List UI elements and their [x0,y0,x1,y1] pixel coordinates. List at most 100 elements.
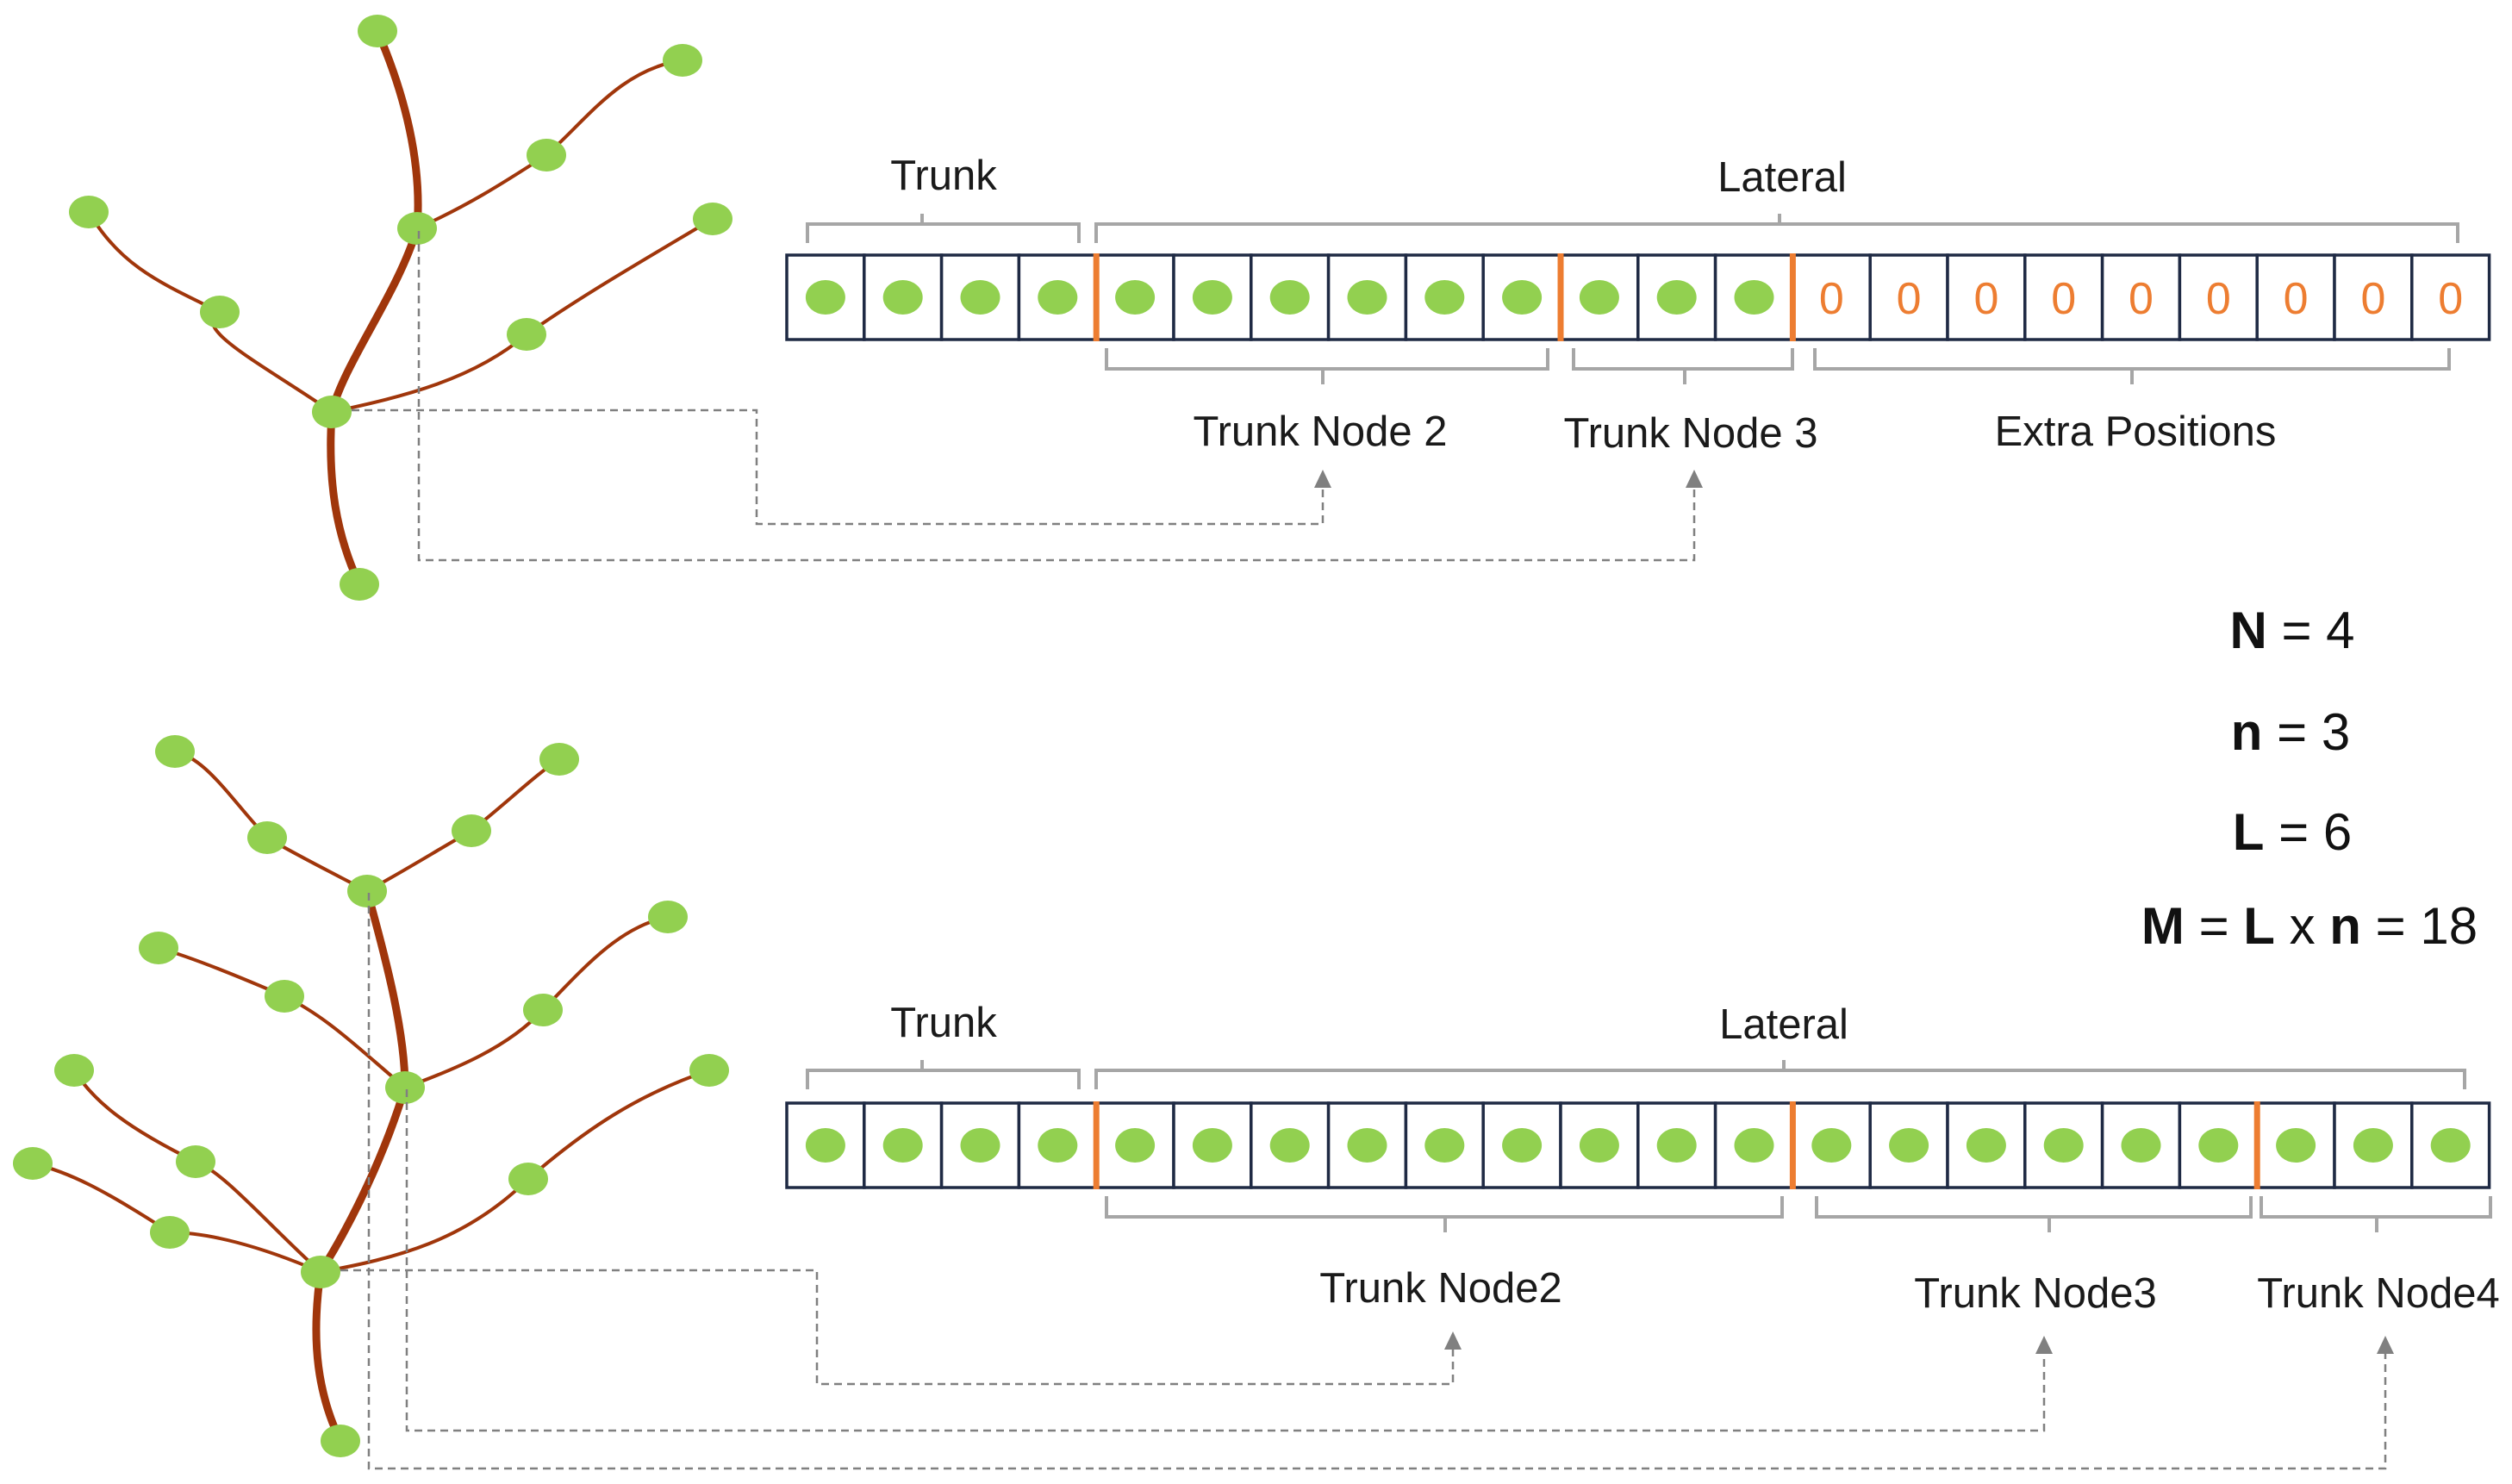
tree-node [539,743,579,776]
top-cell-dot [1038,280,1078,315]
top-cell-dot [1579,280,1619,315]
top-cell-dot [960,280,1000,315]
bottom-cell-dot [2121,1128,2161,1163]
tree-node [385,1071,425,1104]
top-array-cell [2023,253,2104,341]
top-group3-bracket [1813,348,2451,384]
tree-node [689,1054,729,1087]
bottom-group2-bracket [1815,1196,2253,1232]
bottom-cell-dot [1734,1128,1774,1163]
top-lateral-label: Lateral [1717,154,1847,201]
tree-node [155,735,195,768]
tree-node [69,196,109,228]
bottom-cell-dot [1269,1128,1310,1163]
tree-node [340,568,379,601]
tree-node [150,1216,190,1249]
equation-N: N = 4 [2229,602,2354,659]
eq-text: = [2185,897,2243,955]
top-cell-dot [1269,280,1310,315]
eq-value: = 6 [2264,803,2352,861]
connector-bottom-node2 [340,1269,1455,1386]
top-cell-dot [805,280,845,315]
bottom-cell-dot [960,1128,1000,1163]
bottom-group3-bracket [2260,1196,2492,1232]
tree-node [663,44,702,77]
top-cell-value: 0 [2206,274,2231,324]
bottom-cell-dot [1192,1128,1232,1163]
bottom-connectors [340,893,2387,1470]
tree-node [139,932,178,964]
eq-value: = 18 [2361,897,2478,955]
tree-node [347,875,387,907]
tree-node [301,1256,340,1288]
bottom-cell-dot [1038,1128,1078,1163]
bottom-cell-dot [2276,1128,2316,1163]
bottom-array-cell [1713,1101,1795,1189]
top-cell-dot [1424,280,1465,315]
top-cell-dot [1734,280,1774,315]
tree-node [321,1425,360,1457]
bottom-cell-dot [2430,1128,2471,1163]
top-tree-nodes [69,15,732,601]
tree-node [397,212,437,245]
bottom-trunk-lower [312,1268,345,1445]
connector-top-node2 [352,408,1325,526]
bottom-tree-branches [31,750,711,1445]
bottom-cell-dot [2043,1128,2084,1163]
top-lateral-bracket [1094,214,2459,243]
connector-top-node3 [417,231,1696,562]
tree-node [54,1054,94,1087]
tree-node [247,821,287,854]
connector-bottom-node3 [405,1089,2046,1432]
top-cell-value: 0 [1973,274,1998,324]
top-tree [69,15,732,601]
bottom-group1-bracket [1105,1196,1784,1232]
bottom-group-label-1: Trunk Node2 [1319,1265,1561,1312]
arrow-head-icon [2035,1336,2053,1354]
eq-symbol: n [2231,703,2263,761]
bottom-tree [13,735,729,1457]
eq-value: = 3 [2262,703,2350,761]
tree-node [693,203,732,235]
top-cell-value: 0 [2051,274,2076,324]
tree-node [507,318,546,351]
top-trunk-label: Trunk [890,153,997,199]
bottom-trunk-label: Trunk [890,1000,997,1046]
bottom-cell-dot [1966,1128,2006,1163]
tree-node [527,139,566,171]
bottom-cell-dot [805,1128,845,1163]
equation-L: L = 6 [2233,803,2352,861]
tree-node [176,1145,215,1178]
arrow-head-icon [1686,470,1703,488]
bottom-cell-dot [1889,1128,1929,1163]
arrow-head-icon [1314,470,1331,488]
top-array-cell [2178,253,2259,341]
bottom-cell-dot [1502,1128,1543,1163]
top-cell-dot [1502,280,1543,315]
tree-node [508,1163,548,1195]
eq-symbol: L [2243,897,2275,955]
bottom-cell-dot [882,1128,923,1163]
top-cell-dot [1115,280,1156,315]
bottom-group-label-2: Trunk Node3 [1914,1270,2156,1317]
top-array-cell [2100,253,2182,341]
tree-node [312,396,352,428]
bottom-array [785,1101,2491,1189]
top-group-label-2: Trunk Node 3 [1563,410,1817,457]
bottom-cell-dot [1347,1128,1387,1163]
arrow-head-icon [2377,1336,2394,1354]
bottom-cell-dot [1115,1128,1156,1163]
top-cell-value: 0 [2284,274,2309,324]
top-cell-value: 0 [1819,274,1844,324]
eq-symbol: L [2233,803,2265,861]
tree-node [13,1147,53,1180]
bottom-cell-dot [2353,1128,2393,1163]
top-brackets [806,214,2459,384]
eq-symbol: N [2229,602,2266,659]
bottom-cell-dot [1424,1128,1465,1163]
eq-symbol: M [2141,897,2185,955]
bottom-cell-dot [1579,1128,1619,1163]
bottom-cell-dot [1656,1128,1697,1163]
